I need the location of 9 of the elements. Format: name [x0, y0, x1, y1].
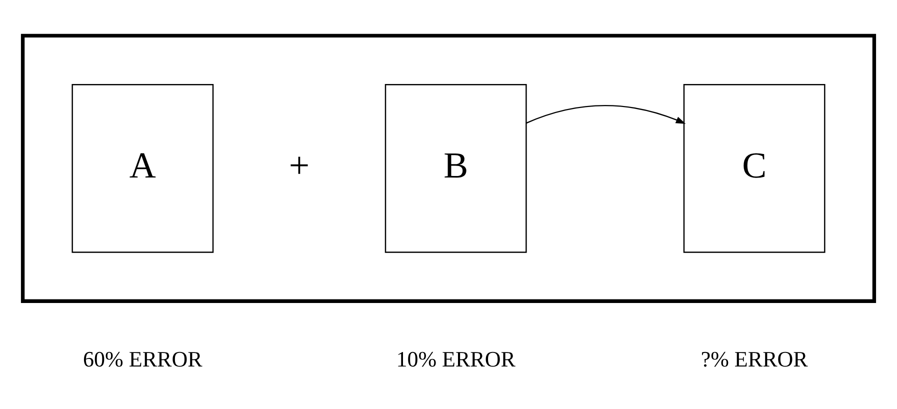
arrow [526, 105, 686, 124]
label: 60% ERROR [83, 346, 202, 372]
node-box: C [683, 84, 826, 253]
cluster [20, 34, 876, 303]
label: 10% ERROR [396, 346, 516, 372]
node-box: B [384, 84, 527, 253]
label: ?% ERROR [700, 346, 808, 372]
node-box: A [72, 84, 214, 253]
label: + [288, 144, 310, 186]
